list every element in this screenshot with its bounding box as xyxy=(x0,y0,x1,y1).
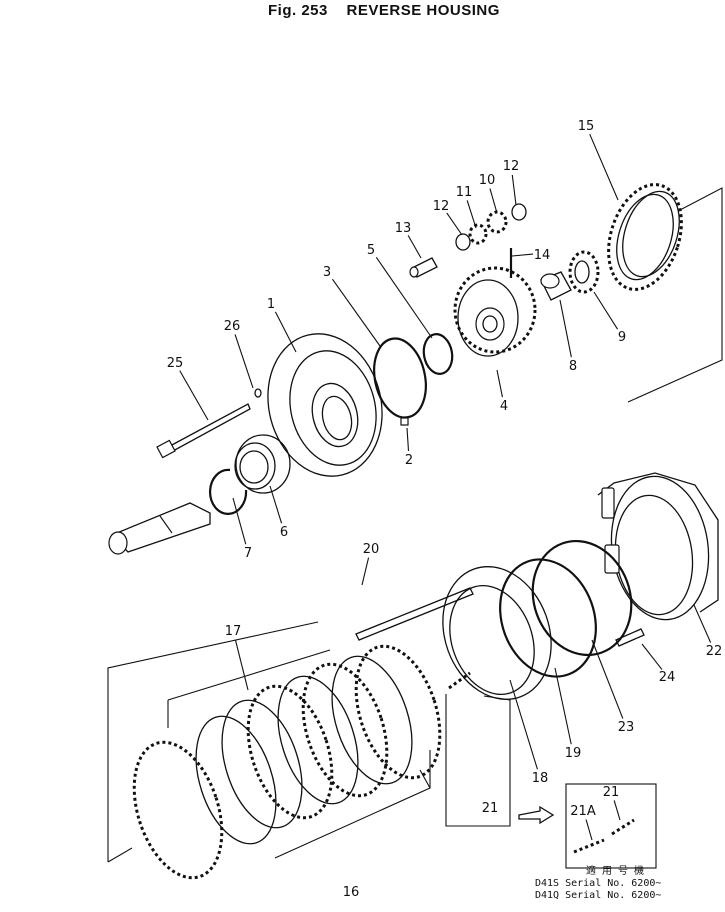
part-20-rod xyxy=(355,587,474,641)
callout-leader-c1 xyxy=(274,311,297,353)
part-22-reverse-housing xyxy=(597,472,719,621)
part-26-washer xyxy=(254,388,262,398)
callout-leader-c10 xyxy=(489,188,498,214)
parts-10-12-bearing-stack xyxy=(455,203,527,251)
callout-leader-c13 xyxy=(407,235,422,259)
callout-leader-c8 xyxy=(559,299,572,358)
part-8-bushing xyxy=(540,271,572,301)
output-shaft xyxy=(108,502,211,555)
callout-leader-c5 xyxy=(375,256,433,339)
part-18-leader xyxy=(483,695,511,701)
part-21-new-spring xyxy=(611,818,635,836)
callout-leader-c11 xyxy=(466,200,477,229)
callout-leader-c4 xyxy=(496,369,503,398)
callout-c24: 24 xyxy=(659,670,676,685)
callout-c23: 23 xyxy=(618,720,635,735)
callout-c19: 19 xyxy=(565,746,582,761)
callout-c3: 3 xyxy=(323,265,331,280)
callout-c14: 14 xyxy=(534,248,551,263)
callout-c2: 2 xyxy=(405,453,413,468)
callout-c15: 15 xyxy=(578,119,595,134)
part-15-ring-gear xyxy=(607,183,683,291)
part-1-housing xyxy=(267,333,383,477)
callout-c6: 6 xyxy=(280,525,288,540)
inset-revision-box: 適 用 号 機 xyxy=(518,783,657,877)
part-23-seal-ring xyxy=(531,539,633,657)
callout-c1: 1 xyxy=(267,297,275,312)
callout-c9: 9 xyxy=(618,330,626,345)
part-6-bearing xyxy=(234,434,291,494)
part-5-ring xyxy=(422,333,454,375)
part-2-plug xyxy=(400,417,409,426)
callout-c5: 5 xyxy=(367,243,375,258)
callout-leader-c26 xyxy=(234,334,254,389)
callout-c12a: 12 xyxy=(503,159,520,174)
part-4-carrier xyxy=(453,266,537,357)
callout-c12b: 12 xyxy=(433,199,450,214)
callout-c11: 11 xyxy=(456,185,473,200)
callout-c20: 20 xyxy=(363,542,380,557)
callout-c16: 16 xyxy=(343,885,360,900)
callout-c7: 7 xyxy=(244,546,252,561)
callout-leader-c23 xyxy=(591,639,624,719)
callout-c13: 13 xyxy=(395,221,412,236)
callout-leader-c18 xyxy=(509,679,538,770)
callout-c25: 25 xyxy=(167,356,184,371)
callout-leader-c6 xyxy=(269,485,283,524)
callout-leader-c20 xyxy=(361,557,370,586)
figure-title: Fig. 253 REVERSE HOUSING xyxy=(0,2,725,19)
callout-leader-c22 xyxy=(693,604,712,643)
callout-c21A: 21A xyxy=(570,804,596,819)
part-18-piston xyxy=(442,566,552,700)
callout-leader-c2 xyxy=(406,427,410,452)
part-7-snap-ring xyxy=(209,468,248,515)
callout-leader-c9 xyxy=(593,291,618,330)
callout-leader-c19 xyxy=(554,667,572,745)
part-21-spring xyxy=(448,671,471,690)
part-21-bracket xyxy=(445,694,511,827)
callout-leader-c21A xyxy=(585,819,593,841)
callout-leader-c21b xyxy=(613,800,621,821)
arrow-right-icon xyxy=(518,805,555,825)
upper-assembly-bracket xyxy=(627,187,723,403)
callout-c17: 17 xyxy=(225,624,242,639)
figure-name: REVERSE HOUSING xyxy=(346,2,500,19)
callout-leader-c12b xyxy=(446,212,463,236)
part-19-seal-ring xyxy=(499,558,597,678)
figure-number: Fig. 253 xyxy=(268,2,328,19)
callout-c22: 22 xyxy=(706,644,723,659)
callout-leader-c14 xyxy=(511,253,534,257)
callout-leader-c17 xyxy=(234,639,249,691)
part-3-ring xyxy=(373,337,427,419)
callout-c4: 4 xyxy=(500,399,508,414)
part-13-shaft-pin xyxy=(409,257,438,278)
lower-assembly-bracket xyxy=(107,621,431,863)
callout-leader-c15 xyxy=(589,133,619,201)
callout-leader-c12a xyxy=(511,174,517,206)
clutch-plate-pack xyxy=(132,644,442,880)
callout-leader-c24 xyxy=(641,643,663,670)
callout-c18: 18 xyxy=(532,771,549,786)
part-24-dowel-pin xyxy=(615,628,645,647)
part-21A-spring xyxy=(573,838,605,854)
part-25-bolt xyxy=(156,403,251,459)
callout-c26: 26 xyxy=(224,319,241,334)
callout-leader-c25 xyxy=(179,370,209,421)
callout-c8: 8 xyxy=(569,359,577,374)
inset-korean-label: 適 用 号 機 xyxy=(586,864,644,877)
callout-c21b: 21 xyxy=(603,785,620,800)
callout-leader-c7 xyxy=(232,497,247,545)
callout-c10: 10 xyxy=(479,173,496,188)
callout-leader-c3 xyxy=(331,278,381,347)
callout-c21: 21 xyxy=(482,801,499,816)
part-9-gear xyxy=(568,250,600,294)
